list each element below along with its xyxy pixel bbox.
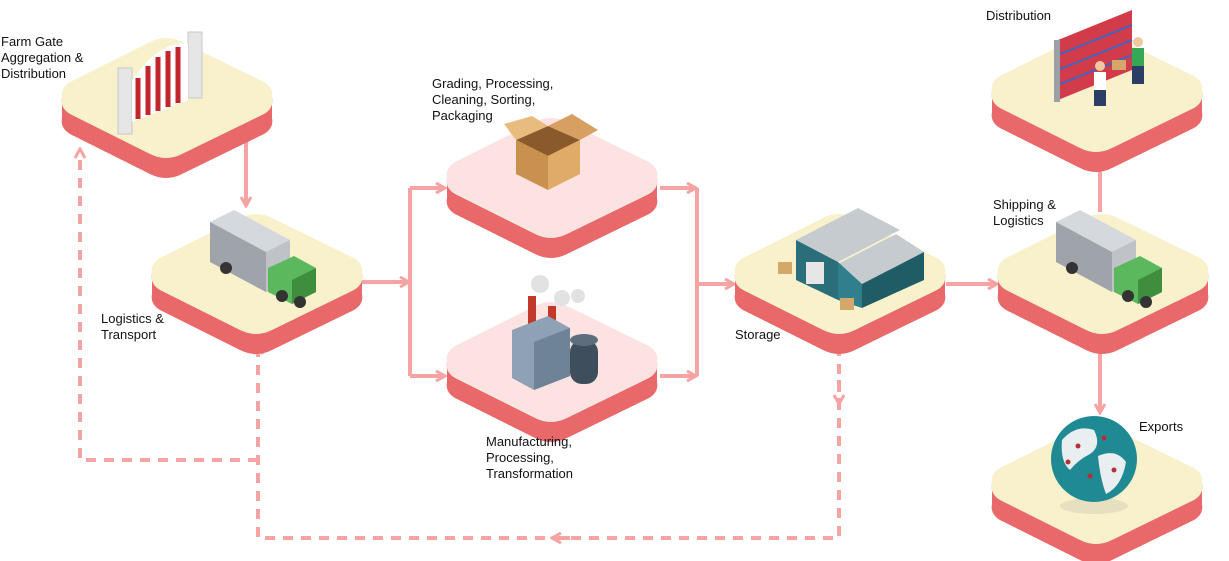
- label-distribution: Distribution: [986, 8, 1052, 23]
- tile-distribution: [991, 10, 1203, 172]
- label-exports: Exports: [1139, 419, 1184, 434]
- tile-shipping: [997, 210, 1209, 354]
- tile-logistics-transport: [151, 210, 363, 354]
- truck-icon: [1056, 210, 1162, 308]
- open-box-icon: [504, 114, 598, 190]
- factory-icon: [512, 275, 598, 390]
- tile-grading: [446, 114, 658, 258]
- label-shipping: Shipping & Logistics: [993, 197, 1056, 228]
- label-logistics-transport: Logistics & Transport: [101, 311, 164, 342]
- warehouse-icon: [778, 208, 924, 310]
- feedback-storage-loop: [258, 346, 841, 540]
- workers-shelves-icon: [1054, 10, 1144, 106]
- tile-storage: [734, 208, 946, 354]
- dashed-connectors: [80, 150, 839, 538]
- label-manufacturing: Manufacturing, Processing, Transformatio…: [486, 434, 573, 481]
- truck-icon: [210, 210, 316, 308]
- solid-connectors: [246, 140, 1100, 412]
- label-storage: Storage: [735, 327, 781, 342]
- tile-exports: [991, 416, 1203, 561]
- tile-manufacturing: [446, 275, 658, 442]
- tile-farm-gate: [61, 31, 273, 178]
- feedback-to-farm-gate: [80, 150, 258, 462]
- gate-icon: [117, 31, 203, 135]
- label-grading: Grading, Processing, Cleaning, Sorting, …: [432, 76, 554, 123]
- label-farm-gate: Farm Gate Aggregation & Distribution: [1, 34, 84, 81]
- globe-icon: [1051, 416, 1137, 514]
